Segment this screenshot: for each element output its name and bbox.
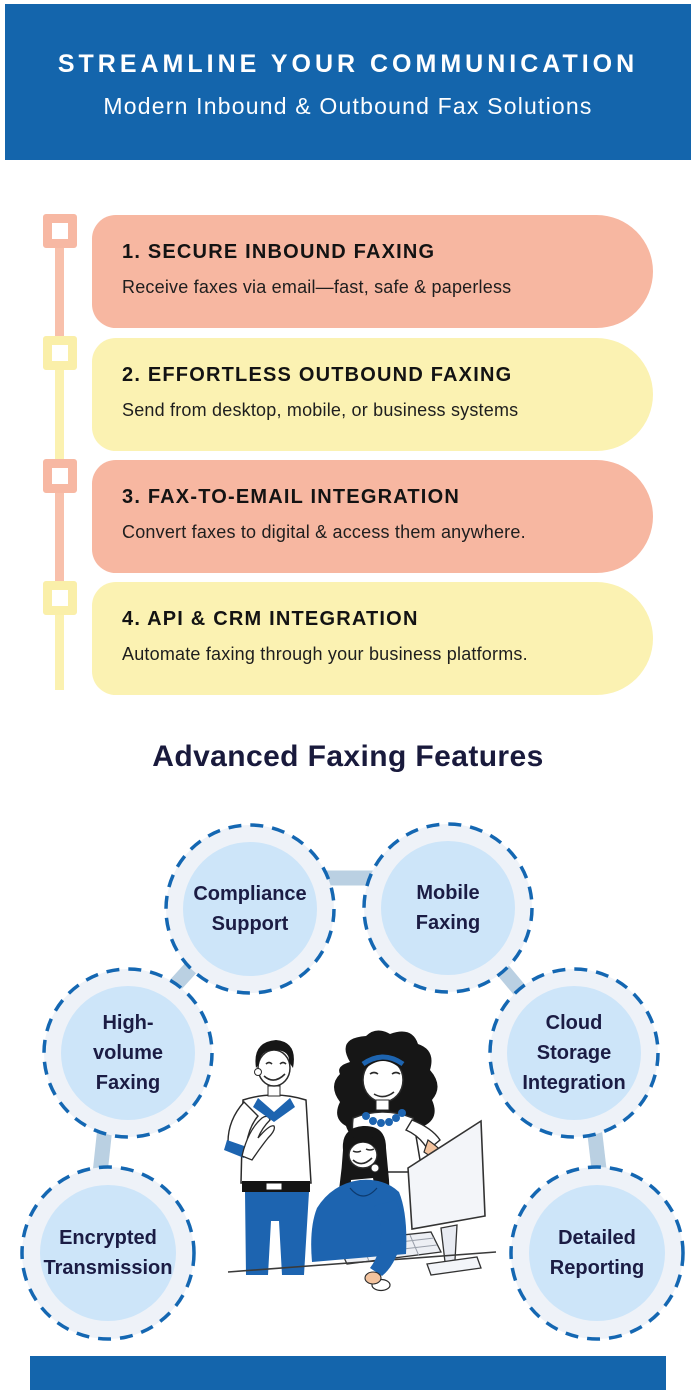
- step-title: 1. SECURE INBOUND FAXING: [122, 241, 436, 263]
- step-card-api-crm-integration: 4. API & CRM INTEGRATION Automate faxing…: [92, 582, 653, 695]
- timeline-marker-4: [43, 581, 77, 615]
- timeline-segment-4: [55, 598, 64, 690]
- feature-label-mobile-faxing: Mobile Faxing: [415, 882, 481, 934]
- feature-label-encrypted-transmission: Encrypted Transmission: [43, 1227, 173, 1279]
- standing-man-figure: [224, 1040, 312, 1275]
- timeline-marker-3: [43, 459, 77, 493]
- step-card-effortless-outbound-faxing: 2. EFFORTLESS OUTBOUND FAXING Send from …: [92, 338, 653, 451]
- feature-label-detailed-reporting: Detailed Reporting: [549, 1227, 645, 1279]
- page-subtitle: Modern Inbound & Outbound Fax Solutions: [103, 93, 593, 119]
- step-description: Send from desktop, mobile, or business s…: [122, 400, 519, 420]
- timeline-marker-2: [43, 336, 77, 370]
- step-description: Receive faxes via email—fast, safe & pap…: [122, 277, 512, 297]
- timeline-marker-1: [43, 214, 77, 248]
- step-title: 3. FAX-TO-EMAIL INTEGRATION: [122, 486, 460, 508]
- footer-bar: [30, 1356, 666, 1390]
- desk-edge: [227, 1251, 497, 1273]
- feature-circle-high-volume-faxing: [42, 967, 214, 1139]
- step-description: Automate faxing through your business pl…: [122, 644, 528, 664]
- monitor-screen: [407, 1119, 486, 1230]
- feature-circles: [20, 822, 685, 1341]
- feature-label-compliance-support: Compliance Support: [193, 883, 307, 935]
- timeline-segment-3: [55, 476, 64, 598]
- feature-label-high-volume-faxing: High-volume Faxing: [92, 1012, 164, 1094]
- teamwork-illustration: [224, 1030, 497, 1292]
- seated-woman-figure: [311, 1125, 407, 1292]
- step-card-fax-to-email-integration: 3. FAX-TO-EMAIL INTEGRATION Convert faxe…: [92, 460, 653, 573]
- timeline-segment-1: [55, 231, 64, 353]
- feature-circle-detailed-reporting: [509, 1165, 685, 1341]
- step-description: Convert faxes to digital & access them a…: [122, 522, 526, 542]
- step-title: 4. API & CRM INTEGRATION: [122, 608, 419, 630]
- feature-label-cloud-storage-integration: Cloud Storage Integration: [522, 1012, 626, 1094]
- necklace-beads: [362, 1109, 406, 1127]
- page-title: STREAMLINE YOUR COMMUNICATION: [57, 50, 639, 78]
- feature-circle-compliance-support: [164, 823, 336, 995]
- timeline-segment-2: [55, 353, 64, 476]
- feature-circle-encrypted-transmission: [20, 1165, 196, 1341]
- features-section-heading: Advanced Faxing Features: [152, 740, 544, 773]
- feature-circle-mobile-faxing: [362, 822, 534, 994]
- header-banner: STREAMLINE YOUR COMMUNICATION Modern Inb…: [5, 4, 691, 160]
- monitor-base: [426, 1256, 482, 1276]
- step-card-secure-inbound-faxing: 1. SECURE INBOUND FAXING Receive faxes v…: [92, 215, 653, 328]
- feature-circle-cloud-storage-integration: [488, 967, 660, 1139]
- step-title: 2. EFFORTLESS OUTBOUND FAXING: [122, 364, 513, 386]
